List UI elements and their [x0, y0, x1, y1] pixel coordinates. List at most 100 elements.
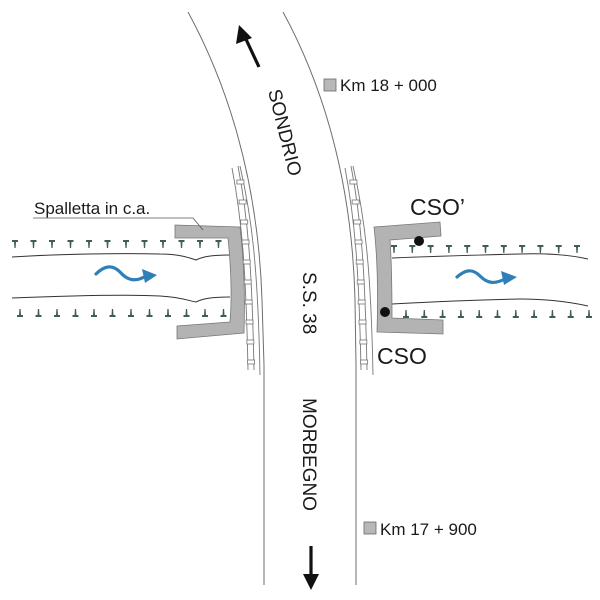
railing-post — [358, 319, 367, 325]
cso-prime-label: CSO’ — [410, 194, 465, 220]
bridge-railing-left — [231, 165, 261, 376]
vegetation-mark — [537, 245, 544, 253]
railing-post — [353, 219, 362, 225]
vegetation-mark — [54, 309, 60, 317]
vegetation-mark — [482, 245, 489, 253]
vegetation-mark — [215, 240, 222, 248]
vegetation-mark — [91, 309, 97, 317]
wall-label-leader — [33, 217, 204, 231]
vegetation-mark — [109, 309, 116, 317]
vegetation-mark — [531, 310, 538, 318]
vegetation-mark — [445, 245, 452, 253]
railing-post — [357, 299, 366, 305]
railing-post — [356, 279, 365, 285]
vegetation-mark — [549, 310, 556, 318]
km-marker-icon — [363, 521, 377, 535]
vegetation-mark — [17, 309, 23, 317]
south-arrow-icon — [303, 546, 319, 590]
vegetation-mark — [586, 310, 592, 318]
flow-arrowhead-right — [501, 271, 517, 285]
vegetation-mark — [183, 309, 190, 317]
cso-label: CSO — [377, 343, 427, 369]
retaining-wall-left — [174, 224, 245, 340]
vegetation-mark — [123, 240, 129, 248]
vegetation-left-bottom — [17, 309, 227, 317]
vegetation-mark — [12, 240, 18, 248]
km-marker-icon — [323, 78, 337, 92]
railing-post — [244, 299, 253, 305]
railing-post — [240, 219, 249, 225]
vegetation-mark — [464, 245, 471, 253]
vegetation-mark — [165, 309, 171, 317]
vegetation-mark — [519, 245, 526, 253]
direction-label-north: SONDRIO — [263, 87, 305, 178]
vegetation-mark — [178, 240, 185, 248]
vegetation-mark — [72, 309, 79, 317]
railing-post — [354, 239, 363, 245]
vegetation-mark — [421, 310, 428, 318]
vegetation-mark — [146, 309, 153, 317]
vegetation-mark — [35, 309, 42, 317]
vegetation-right-top — [391, 245, 580, 253]
vegetation-mark — [409, 245, 416, 253]
railing-post — [349, 179, 358, 185]
river-left-bank-top — [11, 253, 231, 261]
railing-post — [246, 339, 255, 345]
cso-prime-point — [414, 236, 424, 246]
flow-arrow-right — [455, 269, 507, 284]
river-left — [11, 240, 231, 317]
km-marker-label: Km 18 + 000 — [340, 76, 437, 95]
cso-point — [380, 307, 390, 317]
vegetation-mark — [104, 240, 111, 248]
railing-post — [245, 319, 254, 325]
vegetation-mark — [476, 310, 483, 318]
river-right — [391, 245, 592, 318]
bridge-railing-right — [344, 165, 374, 376]
vegetation-mark — [403, 310, 409, 318]
direction-label-south: MORBEGNO — [298, 398, 319, 511]
river-left-bank-bottom — [11, 294, 231, 303]
vegetation-mark — [197, 240, 203, 248]
vegetation-mark — [391, 245, 397, 253]
railing-post — [238, 199, 247, 205]
flow-arrow-left — [94, 265, 148, 282]
river-right-bank-bottom — [391, 298, 589, 307]
vegetation-mark — [427, 245, 434, 253]
vegetation-mark — [500, 245, 507, 253]
vegetation-mark — [567, 310, 574, 318]
vegetation-mark — [220, 309, 227, 317]
vegetation-mark — [457, 310, 464, 318]
railing-post — [247, 359, 256, 365]
flow-arrowhead-left — [142, 269, 157, 283]
vegetation-mark — [30, 240, 37, 248]
road-name-label: S.S. 38 — [298, 272, 319, 334]
north-arrow-icon — [236, 25, 261, 68]
railing-post — [355, 259, 364, 265]
vegetation-mark — [512, 310, 519, 318]
vegetation-mark — [49, 240, 55, 248]
road — [187, 11, 357, 585]
vegetation-mark — [574, 245, 580, 253]
vegetation-mark — [202, 309, 208, 317]
retaining-wall-right — [373, 221, 444, 335]
railing-post — [241, 239, 250, 245]
road-edge-right — [282, 11, 357, 585]
railing-post — [359, 339, 368, 345]
vegetation-right-bottom — [403, 310, 592, 318]
vegetation-left-top — [12, 240, 222, 248]
wall-label: Spalletta in c.a. — [34, 199, 150, 218]
vegetation-mark — [86, 240, 92, 248]
vegetation-mark — [494, 310, 501, 318]
river-right-bank-top — [391, 253, 589, 260]
railing-post — [360, 359, 369, 365]
railing-post — [236, 179, 245, 185]
railing-post — [242, 259, 251, 265]
vegetation-mark — [160, 240, 166, 248]
vegetation-mark — [67, 240, 74, 248]
road-edge-left — [187, 11, 265, 585]
vegetation-mark — [128, 309, 134, 317]
vegetation-mark — [555, 245, 562, 253]
vegetation-mark — [141, 240, 148, 248]
vegetation-mark — [439, 310, 446, 318]
